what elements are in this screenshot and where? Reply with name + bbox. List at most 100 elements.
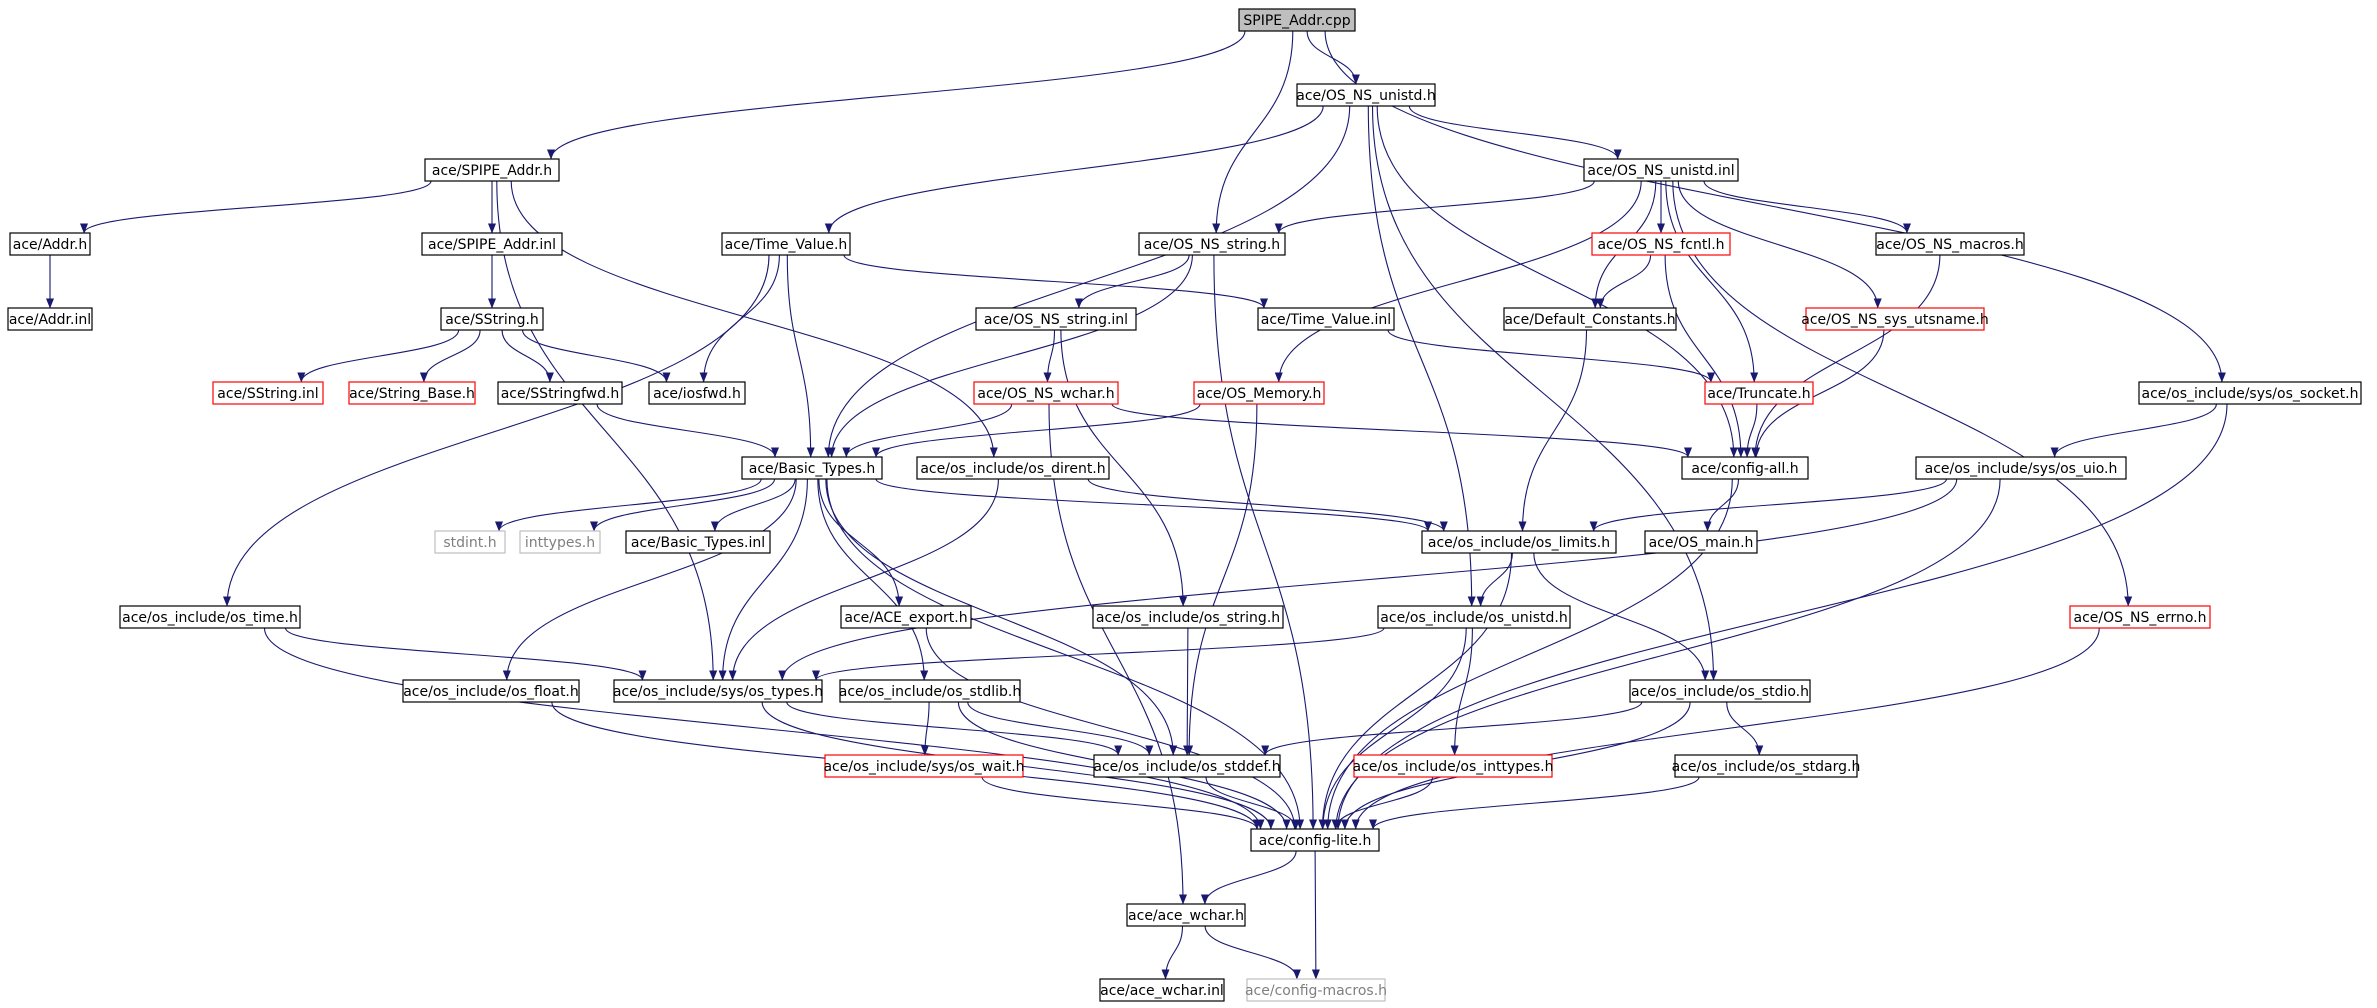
node-time_value_inl[interactable]: ace/Time_Value.inl xyxy=(1257,307,1395,331)
node-os_main_h[interactable]: ace/OS_main.h xyxy=(1644,530,1758,554)
node-box xyxy=(613,679,823,703)
node-os_socket_h[interactable]: ace/os_include/sys/os_socket.h xyxy=(2138,381,2362,405)
node-os_unistd_h[interactable]: ace/os_include/os_unistd.h xyxy=(1377,605,1571,629)
node-ace_wchar_h[interactable]: ace/ace_wchar.h xyxy=(1126,903,1246,927)
node-truncate_h[interactable]: ace/Truncate.h xyxy=(1704,381,1814,405)
edge-spipe_cpp-to-os_ns_unistd_h xyxy=(1306,30,1360,85)
node-ace_wchar_inl[interactable]: ace/ace_wchar.inl xyxy=(1099,978,1225,1002)
node-os_stddef_h[interactable]: ace/os_include/os_stddef.h xyxy=(1093,754,1281,778)
edge-sstring_h-to-sstringfwd_h xyxy=(501,329,554,383)
edge-os_ns_unistd_h-to-os_unistd_h xyxy=(1367,105,1476,607)
edge-os_inttypes_h-to-config_lite_h xyxy=(1331,776,1434,830)
node-os_ns_wchar_h[interactable]: ace/OS_NS_wchar.h xyxy=(973,381,1119,405)
node-label: ace/ACE_export.h xyxy=(844,610,967,626)
edge-sstringfwd_h-to-basic_types_h xyxy=(596,403,779,458)
node-config_macros_h[interactable]: ace/config-macros.h xyxy=(1245,978,1387,1002)
dependency-edges xyxy=(46,30,2228,980)
node-label: ace/SString.inl xyxy=(217,386,318,402)
node-label: ace/SPIPE_Addr.inl xyxy=(428,237,556,253)
node-os_inttypes_h[interactable]: ace/os_include/os_inttypes.h xyxy=(1353,754,1554,778)
edge-os_ns_unistd_h-to-basic_types_h xyxy=(824,105,1351,458)
node-os_float_h[interactable]: ace/os_include/os_float.h xyxy=(402,679,580,703)
node-os_ns_sys_utsname_h[interactable]: ace/OS_NS_sys_utsname.h xyxy=(1801,307,1989,331)
node-box xyxy=(434,530,506,554)
edge-basic_types_h-to-os_limits_h xyxy=(875,478,1432,532)
node-ace_export_h[interactable]: ace/ACE_export.h xyxy=(840,605,972,629)
edge-os_ns_unistd_inl-to-os_ns_string_h xyxy=(1274,180,1595,234)
node-basic_types_h[interactable]: ace/Basic_Types.h xyxy=(741,456,883,480)
node-label: ace/os_include/sys/os_uio.h xyxy=(1925,461,2118,477)
edge-os_string_h-to-os_stddef_h xyxy=(1183,627,1192,756)
node-os_memory_h[interactable]: ace/OS_Memory.h xyxy=(1193,381,1325,405)
node-os_stdio_h[interactable]: ace/os_include/os_stdio.h xyxy=(1629,679,1811,703)
node-addr_inl[interactable]: ace/Addr.inl xyxy=(7,307,93,331)
node-os_ns_string_h[interactable]: ace/OS_NS_string.h xyxy=(1138,232,1286,256)
node-os_ns_unistd_inl[interactable]: ace/OS_NS_unistd.inl xyxy=(1583,158,1739,182)
edge-ace_export_h-to-config_lite_h xyxy=(925,627,1299,830)
edge-spipe_cpp-to-os_socket_h xyxy=(1324,30,2226,383)
node-box xyxy=(625,530,771,554)
node-stdint_h[interactable]: stdint.h xyxy=(434,530,506,554)
node-label: ace/Default_Constants.h xyxy=(1504,312,1675,328)
node-os_types_h[interactable]: ace/os_include/sys/os_types.h xyxy=(613,679,823,703)
node-label: ace/Addr.inl xyxy=(9,312,91,328)
node-sstringfwd_h[interactable]: ace/SStringfwd.h xyxy=(497,381,623,405)
edge-basic_types_h-to-os_types_h xyxy=(718,478,808,681)
node-spipe_inl[interactable]: ace/SPIPE_Addr.inl xyxy=(421,232,563,256)
node-label: ace/OS_NS_macros.h xyxy=(1876,237,2023,253)
node-os_limits_h[interactable]: ace/os_include/os_limits.h xyxy=(1421,530,1617,554)
node-string_base_h[interactable]: ace/String_Base.h xyxy=(348,381,476,405)
edge-spipe_h-to-addr_h xyxy=(80,180,432,234)
node-os_dirent_h[interactable]: ace/os_include/os_dirent.h xyxy=(916,456,1110,480)
edge-config_lite_h-to-ace_wchar_h xyxy=(1200,850,1297,905)
node-label: ace/os_include/os_unistd.h xyxy=(1380,610,1567,626)
node-label: ace/os_include/os_stdlib.h xyxy=(839,684,1021,700)
node-os_ns_errno_h[interactable]: ace/OS_NS_errno.h xyxy=(2069,605,2211,629)
node-iosfwd_h[interactable]: ace/iosfwd.h xyxy=(648,381,746,405)
node-box xyxy=(1250,828,1380,852)
node-box xyxy=(1591,232,1731,256)
node-config_all_h[interactable]: ace/config-all.h xyxy=(1681,456,1809,480)
node-spipe_h[interactable]: ace/SPIPE_Addr.h xyxy=(424,158,560,182)
node-spipe_cpp[interactable]: SPIPE_Addr.cpp xyxy=(1238,8,1356,32)
edge-os_stdio_h-to-os_stddef_h xyxy=(1261,701,1643,756)
node-box xyxy=(824,754,1024,778)
node-os_wait_h[interactable]: ace/os_include/sys/os_wait.h xyxy=(823,754,1025,778)
node-box xyxy=(1296,83,1436,107)
edge-config_all_h-to-os_main_h xyxy=(1703,478,1740,532)
edge-time_value_h-to-os_time_h xyxy=(223,254,770,607)
node-os_ns_macros_h[interactable]: ace/OS_NS_macros.h xyxy=(1875,232,2025,256)
node-os_ns_fcntl_h[interactable]: ace/OS_NS_fcntl.h xyxy=(1591,232,1731,256)
node-os_ns_string_inl[interactable]: ace/OS_NS_string.inl xyxy=(975,307,1137,331)
edge-basic_types_h-to-ace_export_h xyxy=(818,478,904,607)
node-default_constants_h[interactable]: ace/Default_Constants.h xyxy=(1503,307,1677,331)
node-os_uio_h[interactable]: ace/os_include/sys/os_uio.h xyxy=(1915,456,2127,480)
node-config_lite_h[interactable]: ace/config-lite.h xyxy=(1250,828,1380,852)
node-box xyxy=(839,679,1021,703)
node-label: ace/os_include/sys/os_wait.h xyxy=(823,759,1024,775)
node-inttypes_h[interactable]: inttypes.h xyxy=(519,530,601,554)
edge-os_ns_string_h-to-basic_types_h xyxy=(827,254,1193,458)
node-os_ns_unistd_h[interactable]: ace/OS_NS_unistd.h xyxy=(1296,83,1436,107)
edge-os_limits_h-to-os_unistd_h xyxy=(1476,552,1513,607)
node-label: ace/os_include/os_stdio.h xyxy=(1631,684,1809,700)
edge-os_limits_h-to-os_stdio_h xyxy=(1533,552,1710,681)
node-label: ace/ace_wchar.h xyxy=(1128,908,1244,924)
node-os_stdarg_h[interactable]: ace/os_include/os_stdarg.h xyxy=(1672,754,1861,778)
node-label: ace/config-lite.h xyxy=(1259,833,1372,849)
node-label: ace/config-all.h xyxy=(1691,461,1798,477)
node-os_time_h[interactable]: ace/os_include/os_time.h xyxy=(119,605,301,629)
edge-os_ns_unistd_h-to-time_value_h xyxy=(824,105,1324,234)
node-label: ace/String_Base.h xyxy=(349,386,475,402)
node-os_stdlib_h[interactable]: ace/os_include/os_stdlib.h xyxy=(839,679,1021,703)
edge-os_ns_fcntl_h-to-config_all_h xyxy=(1664,254,1745,458)
node-label: ace/os_include/sys/os_socket.h xyxy=(2142,386,2359,402)
node-time_value_h[interactable]: ace/Time_Value.h xyxy=(721,232,851,256)
node-sstring_h[interactable]: ace/SString.h xyxy=(440,307,544,331)
node-basic_types_inl[interactable]: ace/Basic_Types.inl xyxy=(625,530,771,554)
node-box xyxy=(1238,8,1356,32)
node-addr_h[interactable]: ace/Addr.h xyxy=(9,232,91,256)
node-sstring_inl[interactable]: ace/SString.inl xyxy=(212,381,324,405)
node-os_string_h[interactable]: ace/os_include/os_string.h xyxy=(1092,605,1284,629)
node-label: ace/Basic_Types.h xyxy=(749,461,875,477)
